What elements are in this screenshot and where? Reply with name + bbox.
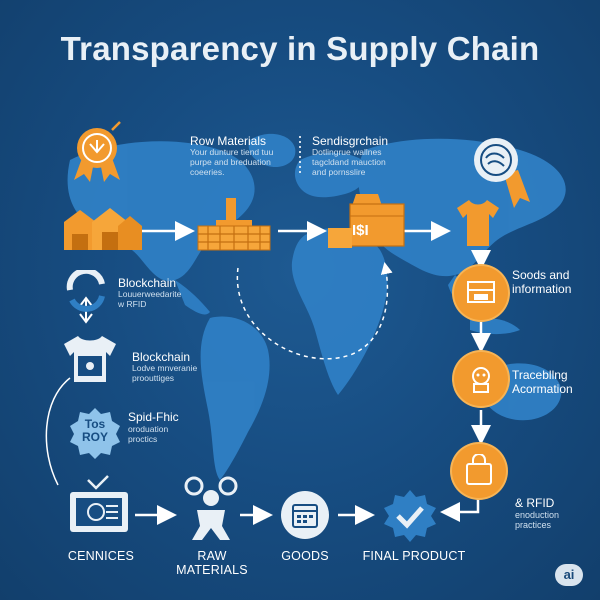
tshirt-icon [457, 200, 499, 246]
award-ribbon-icon [74, 121, 121, 182]
rfid-circle [452, 444, 506, 498]
page-title: Transparency in Supply Chain [60, 30, 540, 67]
check-badge-icon [384, 490, 436, 542]
rfid-label: & RFID [515, 496, 555, 510]
sendis-desc: Dotlingrue wallnes tagcldand mauction an… [312, 147, 386, 177]
price-box: I$I [352, 222, 369, 239]
traceability-circle [454, 352, 508, 406]
shopping-bag-icon [466, 454, 492, 485]
bottom-label-goods: GOODS [281, 549, 329, 563]
delivery-truck-icon [467, 281, 495, 303]
shopping-price-icon [328, 194, 405, 248]
bottom-label-raw-materials: RAW MATERIALS [176, 549, 248, 577]
goods-info-label: Soods and information [512, 268, 572, 296]
monitor-chart-icon [70, 475, 128, 532]
goods-info-circle [454, 266, 508, 320]
factory-icon [197, 198, 271, 251]
bottom-label-final-product: FINAL PRODUCT [362, 549, 466, 563]
warehouse-icon [64, 208, 142, 250]
raw-materials-desc: Your dunture tiend tuu purpe and breduat… [190, 147, 274, 177]
traceability-label: Tracebllng Acormation [512, 368, 573, 396]
roi-badge-icon [70, 408, 120, 459]
spid-desc: oroduation proctics [128, 424, 169, 444]
spid-label: Spid-Fhic [128, 410, 179, 424]
refresh-icon [66, 270, 105, 312]
blockchain-desc-2: Lodve mnveranie proouttiges [132, 363, 198, 383]
raw-materials-label: Row Materials [190, 134, 267, 148]
rfid-desc: enoduction practices [515, 510, 560, 531]
blockchain-desc-1: Louuerweedarite w RFID [118, 289, 182, 309]
ai-badge: ai [555, 564, 583, 586]
tshirt-tag-icon [64, 336, 116, 382]
blockchain-label-2: Blockchain [132, 350, 191, 364]
calendar-icon [281, 491, 329, 539]
quality-badge-icon [474, 138, 530, 208]
worker-icon [184, 476, 238, 540]
sendis-label: Sendisgrchain [312, 134, 389, 148]
bottom-label-cennices: CENNICES [67, 549, 135, 563]
blockchain-label-1: Blockchain [118, 276, 177, 290]
robot-icon [472, 367, 490, 393]
